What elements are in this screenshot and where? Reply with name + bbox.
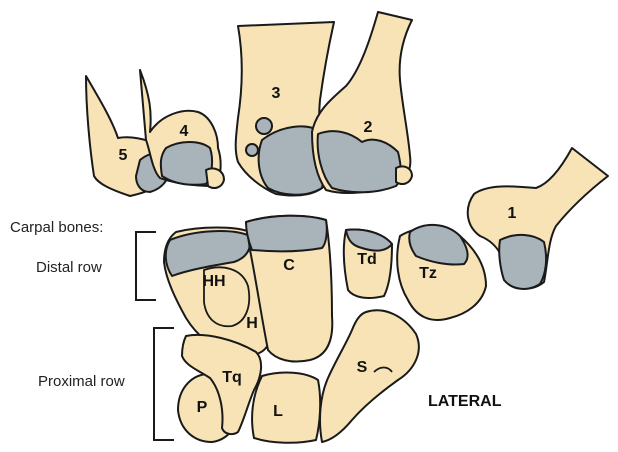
scaphoid-label: S bbox=[357, 359, 368, 376]
metacarpal-1 bbox=[468, 148, 608, 289]
trapezium-bone bbox=[397, 225, 486, 320]
distal-row-label: Distal row bbox=[36, 259, 102, 276]
hamate-label: H bbox=[246, 315, 258, 332]
metacarpal-3-label: 3 bbox=[272, 85, 281, 102]
triquetrum-label: Tq bbox=[222, 369, 242, 386]
hamate-hook-label: HH bbox=[202, 273, 225, 290]
metacarpal-5-label: 5 bbox=[119, 147, 128, 164]
lunate-bone bbox=[252, 373, 320, 443]
metacarpal-2-label: 2 bbox=[364, 119, 373, 136]
scaphoid-bone bbox=[320, 310, 419, 442]
proximal-row-bracket bbox=[154, 328, 174, 440]
metacarpal-1-label: 1 bbox=[508, 205, 517, 222]
capitate-label: C bbox=[283, 257, 295, 274]
proximal-row-label: Proximal row bbox=[38, 373, 125, 390]
distal-row-bracket bbox=[136, 232, 156, 300]
pisiform-label: P bbox=[197, 399, 208, 416]
carpal-bones-heading: Carpal bones: bbox=[10, 219, 103, 236]
lunate-label: L bbox=[273, 403, 283, 420]
metacarpal-4-label: 4 bbox=[180, 123, 189, 140]
trapezoid-label: Td bbox=[357, 251, 377, 268]
lateral-label: LATERAL bbox=[428, 393, 502, 410]
trapezium-label: Tz bbox=[419, 265, 437, 282]
